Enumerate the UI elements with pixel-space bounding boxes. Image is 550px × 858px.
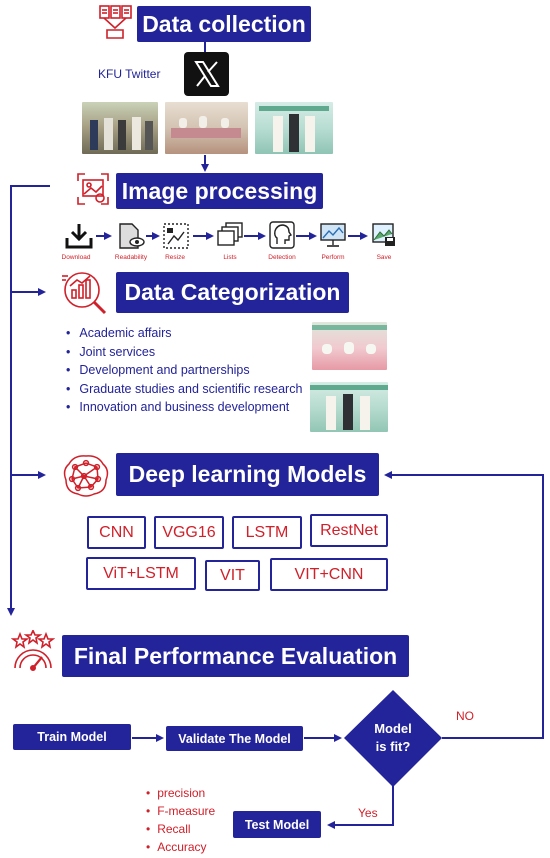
step-label-save: Save — [376, 254, 392, 261]
no-label: NO — [456, 709, 474, 723]
lists-icon — [217, 222, 243, 246]
list-item: Innovation and business development — [66, 398, 302, 417]
model-vit-lstm: ViT+LSTM — [86, 557, 196, 590]
face-detection-icon — [269, 221, 295, 249]
performance-gauge-icon — [11, 630, 55, 671]
event-photo-3 — [255, 102, 333, 154]
document-view-icon — [119, 223, 145, 249]
train-model-box: Train Model — [13, 724, 131, 750]
list-item: precision — [146, 784, 215, 802]
data-collection-box: Data collection — [137, 6, 311, 42]
list-item: Graduate studies and scientific research — [66, 380, 302, 399]
step-label-download: Download — [61, 254, 91, 261]
decision-line-2: is fit? — [375, 739, 411, 754]
category-photo-1 — [312, 322, 387, 370]
decision-diamond — [344, 690, 442, 787]
list-item: Accuracy — [146, 838, 215, 856]
document-stack-icon — [99, 5, 132, 39]
model-restnet: RestNet — [310, 514, 388, 547]
monitor-icon — [320, 223, 346, 247]
category-photo-2 — [310, 382, 388, 432]
source-label: KFU Twitter — [98, 67, 161, 81]
model-vgg16: VGG16 — [154, 516, 224, 549]
image-scan-icon — [77, 173, 109, 205]
model-vit: VIT — [205, 560, 260, 591]
step-label-lists: Lists — [223, 254, 237, 261]
event-photo-2 — [165, 102, 248, 154]
metric-list: precision F-measure Recall Accuracy — [146, 784, 215, 856]
list-item: Recall — [146, 820, 215, 838]
event-photo-1 — [82, 102, 158, 154]
test-model-box: Test Model — [233, 811, 321, 838]
decision-line-1: Model — [374, 721, 412, 736]
step-label-resize: Resize — [165, 254, 185, 261]
final-evaluation-box: Final Performance Evaluation — [62, 635, 409, 677]
x-logo-icon — [184, 52, 229, 96]
list-item: Development and partnerships — [66, 361, 302, 380]
model-lstm: LSTM — [232, 516, 302, 549]
step-label-perform: Perform — [321, 254, 345, 261]
save-image-icon — [372, 223, 395, 246]
step-label-readability: Readability — [114, 254, 148, 261]
image-processing-box: Image processing — [116, 173, 323, 209]
validate-model-box: Validate The Model — [166, 726, 303, 751]
resize-icon — [163, 223, 189, 249]
list-item: Academic affairs — [66, 324, 302, 343]
neural-network-icon — [63, 455, 109, 497]
model-vit-cnn: VIT+CNN — [270, 558, 388, 591]
deep-learning-box: Deep learning Models — [116, 453, 379, 496]
download-icon — [65, 224, 93, 249]
list-item: F-measure — [146, 802, 215, 820]
decision-text: Model is fit? — [356, 720, 430, 756]
category-list: Academic affairs Joint services Developm… — [66, 324, 302, 417]
list-item: Joint services — [66, 343, 302, 362]
model-cnn: CNN — [87, 516, 146, 549]
yes-label: Yes — [358, 806, 378, 820]
data-categorization-box: Data Categorization — [116, 272, 349, 313]
analytics-magnifier-icon — [62, 272, 107, 315]
step-label-detection: Detection — [268, 254, 296, 261]
